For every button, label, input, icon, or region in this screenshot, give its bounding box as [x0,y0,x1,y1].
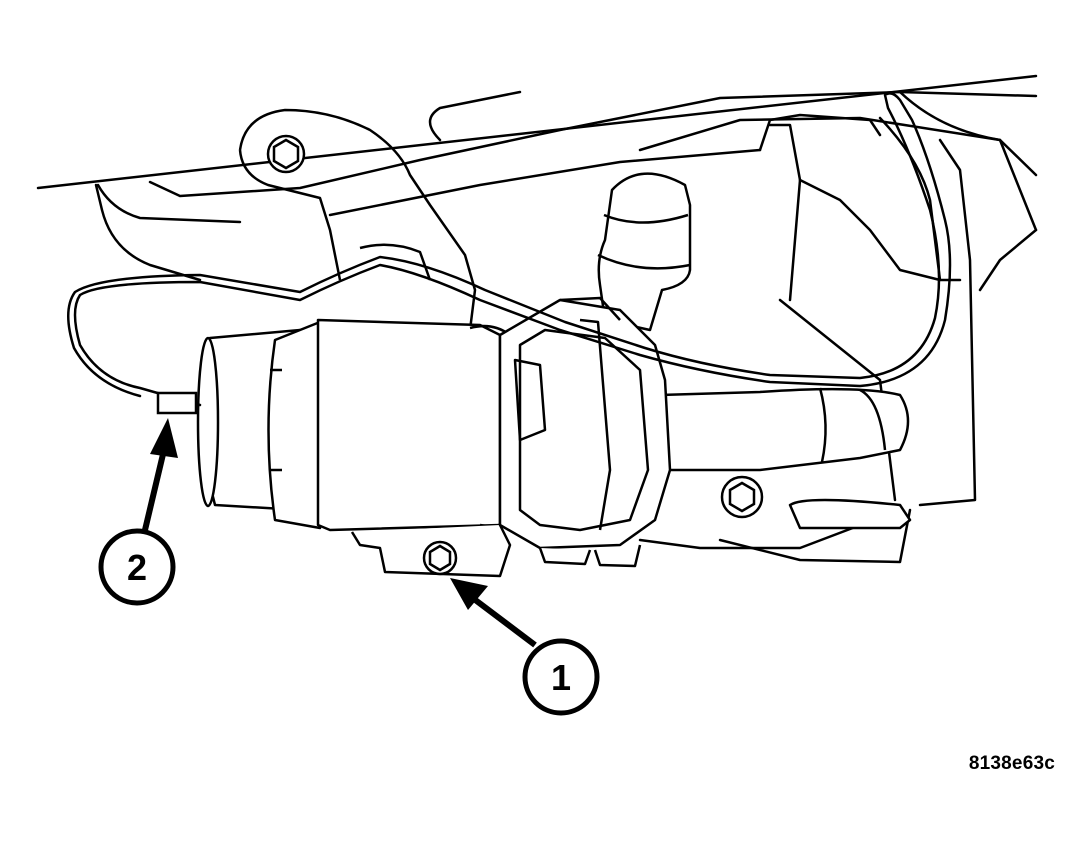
right-connector [788,498,912,530]
vehicle-underbody [36,74,1038,564]
callout-arrow-1 [450,578,537,648]
wire-harness [67,92,952,407]
pump-valve-head [498,296,672,568]
sensor-connector [156,391,198,415]
hose-vertical [597,172,692,332]
bracket-bolt-upper [266,134,306,174]
callout-arrow-2 [142,418,178,531]
figure-id: 8138e63c [968,753,1055,774]
pump-motor-housing [196,318,527,578]
callout-2: 2 [98,528,176,606]
hose-horizontal [658,387,910,472]
mounting-bracket [238,108,477,331]
callout-1-label: 1 [551,657,571,698]
pump-mounting-bolt [422,540,458,576]
callout-2-label: 2 [127,547,147,588]
callout-1: 1 [522,638,600,716]
valve-bolt-right [720,475,764,519]
